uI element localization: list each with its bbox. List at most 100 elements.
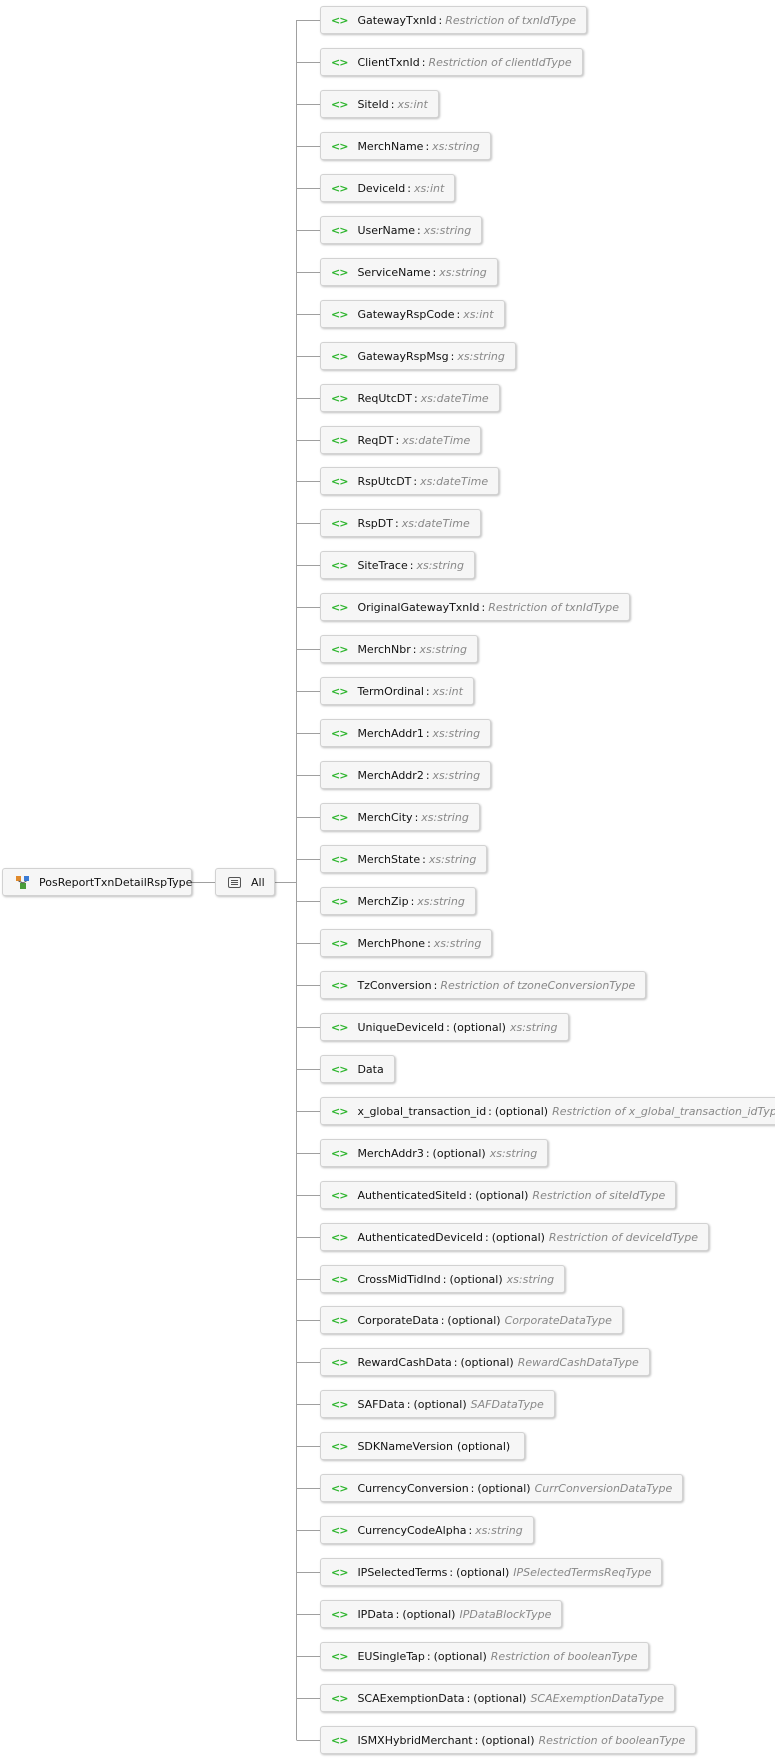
element-optional: (optional) xyxy=(460,1355,514,1369)
element-optional: (optional) xyxy=(475,1188,529,1202)
element-optional: (optional) xyxy=(494,1104,549,1118)
element-node[interactable]: <>EUSingleTap:(optional)Restriction of b… xyxy=(320,1642,649,1670)
element-type: xs:string xyxy=(428,852,477,866)
element-node[interactable]: <>ISMXHybridMerchant:(optional)Restricti… xyxy=(320,1726,697,1754)
element-node[interactable]: <>SiteId:xs:int xyxy=(320,90,439,118)
element-name: IPData xyxy=(357,1607,394,1621)
element-colon: : xyxy=(468,1188,473,1202)
element-type: Restriction of tzoneConversionType xyxy=(440,978,636,992)
element-icon: <> xyxy=(331,1020,348,1034)
element-name: CrossMidTidInd xyxy=(357,1272,441,1286)
element-node[interactable]: <>ClientTxnId:Restriction of clientIdTyp… xyxy=(320,48,583,76)
element-name: MerchState xyxy=(357,852,421,866)
element-node[interactable]: <>Data xyxy=(320,1055,395,1083)
element-icon: <> xyxy=(331,265,348,279)
element-node[interactable]: <>CorporateData:(optional)CorporateDataT… xyxy=(320,1306,623,1334)
element-type: IPDataBlockType xyxy=(459,1607,552,1621)
element-colon: : xyxy=(433,978,438,992)
element-icon: <> xyxy=(331,349,348,363)
element-type: SCAExemptionDataType xyxy=(530,1691,664,1705)
element-name: MerchAddr3 xyxy=(357,1146,424,1160)
element-name: ServiceName xyxy=(357,265,431,279)
element-node[interactable]: <>MerchAddr2:xs:string xyxy=(320,761,492,789)
element-node[interactable]: <>UniqueDeviceId:(optional)xs:string xyxy=(320,1013,569,1041)
element-icon: <> xyxy=(331,307,348,321)
element-node[interactable]: <>TermOrdinal:xs:int xyxy=(320,677,474,705)
element-node[interactable]: <>SDKNameVersion(optional) xyxy=(320,1432,526,1460)
all-compositor-node[interactable]: All xyxy=(215,868,275,896)
element-node[interactable]: <>GatewayRspCode:xs:int xyxy=(320,300,505,328)
element-icon: <> xyxy=(331,810,348,824)
element-type: xs:string xyxy=(506,1272,555,1286)
element-colon: : xyxy=(488,1104,492,1118)
element-node[interactable]: <>OriginalGatewayTxnId:Restriction of tx… xyxy=(320,593,631,621)
element-node[interactable]: <>MerchState:xs:string xyxy=(320,845,488,873)
element-name: SiteTrace xyxy=(357,558,408,572)
element-node[interactable]: <>DeviceId:xs:int xyxy=(320,174,456,202)
element-node[interactable]: <>CurrencyConversion:(optional)CurrConve… xyxy=(320,1474,684,1502)
element-node[interactable]: <>TzConversion:Restriction of tzoneConve… xyxy=(320,971,647,999)
element-node[interactable]: <>MerchAddr3:(optional)xs:string xyxy=(320,1139,549,1167)
element-icon: <> xyxy=(331,642,348,656)
element-node[interactable]: <>RspDT:xs:dateTime xyxy=(320,509,481,537)
element-node[interactable]: <>ReqUtcDT:xs:dateTime xyxy=(320,384,500,412)
element-optional: (optional) xyxy=(481,1733,535,1747)
element-node[interactable]: <>MerchNbr:xs:string xyxy=(320,635,478,663)
element-optional: (optional) xyxy=(449,1272,503,1286)
element-type: xs:int xyxy=(397,97,428,111)
element-name: RspDT xyxy=(357,516,393,530)
element-node[interactable]: <>UserName:xs:string xyxy=(320,216,483,244)
element-node[interactable]: <>MerchName:xs:string xyxy=(320,132,491,160)
element-name: MerchCity xyxy=(357,810,413,824)
element-icon: <> xyxy=(331,768,348,782)
element-name: MerchNbr xyxy=(357,642,411,656)
element-type: SAFDataType xyxy=(470,1397,544,1411)
element-node[interactable]: <>AuthenticatedDeviceId:(optional)Restri… xyxy=(320,1223,710,1251)
element-name: ReqUtcDT xyxy=(357,391,412,405)
element-node[interactable]: <>CurrencyCodeAlpha:xs:string xyxy=(320,1516,534,1544)
element-colon: : xyxy=(416,223,421,237)
element-node[interactable]: <>RspUtcDT:xs:dateTime xyxy=(320,467,500,495)
element-icon: <> xyxy=(331,1691,348,1705)
element-type: xs:dateTime xyxy=(420,391,489,405)
element-node[interactable]: <>SCAExemptionData:(optional)SCAExemptio… xyxy=(320,1684,675,1712)
element-node[interactable]: <>SAFData:(optional)SAFDataType xyxy=(320,1390,555,1418)
root-type-node[interactable]: PosReportTxnDetailRspType xyxy=(2,868,192,896)
element-node[interactable]: <>MerchZip:xs:string xyxy=(320,887,476,915)
element-node[interactable]: <>SiteTrace:xs:string xyxy=(320,551,475,579)
element-optional: (optional) xyxy=(447,1313,501,1327)
element-node[interactable]: <>MerchCity:xs:string xyxy=(320,803,480,831)
element-node[interactable]: <>GatewayTxnId:Restriction of txnIdType xyxy=(320,6,587,34)
element-node[interactable]: <>x_global_transaction_id:(optional)Rest… xyxy=(320,1097,775,1125)
element-node[interactable]: <>IPSelectedTerms:(optional)IPSelectedTe… xyxy=(320,1558,663,1586)
element-type: RewardCashDataType xyxy=(517,1355,639,1369)
element-node[interactable]: <>ServiceName:xs:string xyxy=(320,258,498,286)
element-node[interactable]: <>MerchAddr1:xs:string xyxy=(320,719,492,747)
element-colon: : xyxy=(468,1523,473,1537)
element-node[interactable]: <>MerchPhone:xs:string xyxy=(320,929,493,957)
element-name: MerchAddr2 xyxy=(357,768,424,782)
element-node[interactable]: <>IPData:(optional)IPDataBlockType xyxy=(320,1600,563,1628)
element-optional: (optional) xyxy=(491,1230,545,1244)
element-name: AuthenticatedDeviceId xyxy=(357,1230,484,1244)
element-node[interactable]: <>AuthenticatedSiteId:(optional)Restrict… xyxy=(320,1181,677,1209)
element-name: CorporateData xyxy=(357,1313,439,1327)
element-type: xs:string xyxy=(439,265,487,279)
element-name: MerchZip xyxy=(357,894,409,908)
element-name: ReqDT xyxy=(357,433,394,447)
element-colon: : xyxy=(425,726,430,740)
element-node[interactable]: <>RewardCashData:(optional)RewardCashDat… xyxy=(320,1348,650,1376)
element-node[interactable]: <>CrossMidTidInd:(optional)xs:string xyxy=(320,1265,566,1293)
element-icon: <> xyxy=(331,13,348,27)
element-name: x_global_transaction_id xyxy=(357,1104,487,1118)
element-colon: : xyxy=(421,55,426,69)
element-type: xs:string xyxy=(432,139,480,153)
element-colon: : xyxy=(414,810,419,824)
element-colon: : xyxy=(474,1733,479,1747)
element-icon: <> xyxy=(331,1649,348,1663)
element-optional: (optional) xyxy=(457,1439,511,1453)
element-type: xs:string xyxy=(417,894,465,908)
element-type: xs:string xyxy=(433,936,482,950)
element-node[interactable]: <>ReqDT:xs:dateTime xyxy=(320,426,482,454)
element-node[interactable]: <>GatewayRspMsg:xs:string xyxy=(320,342,516,370)
